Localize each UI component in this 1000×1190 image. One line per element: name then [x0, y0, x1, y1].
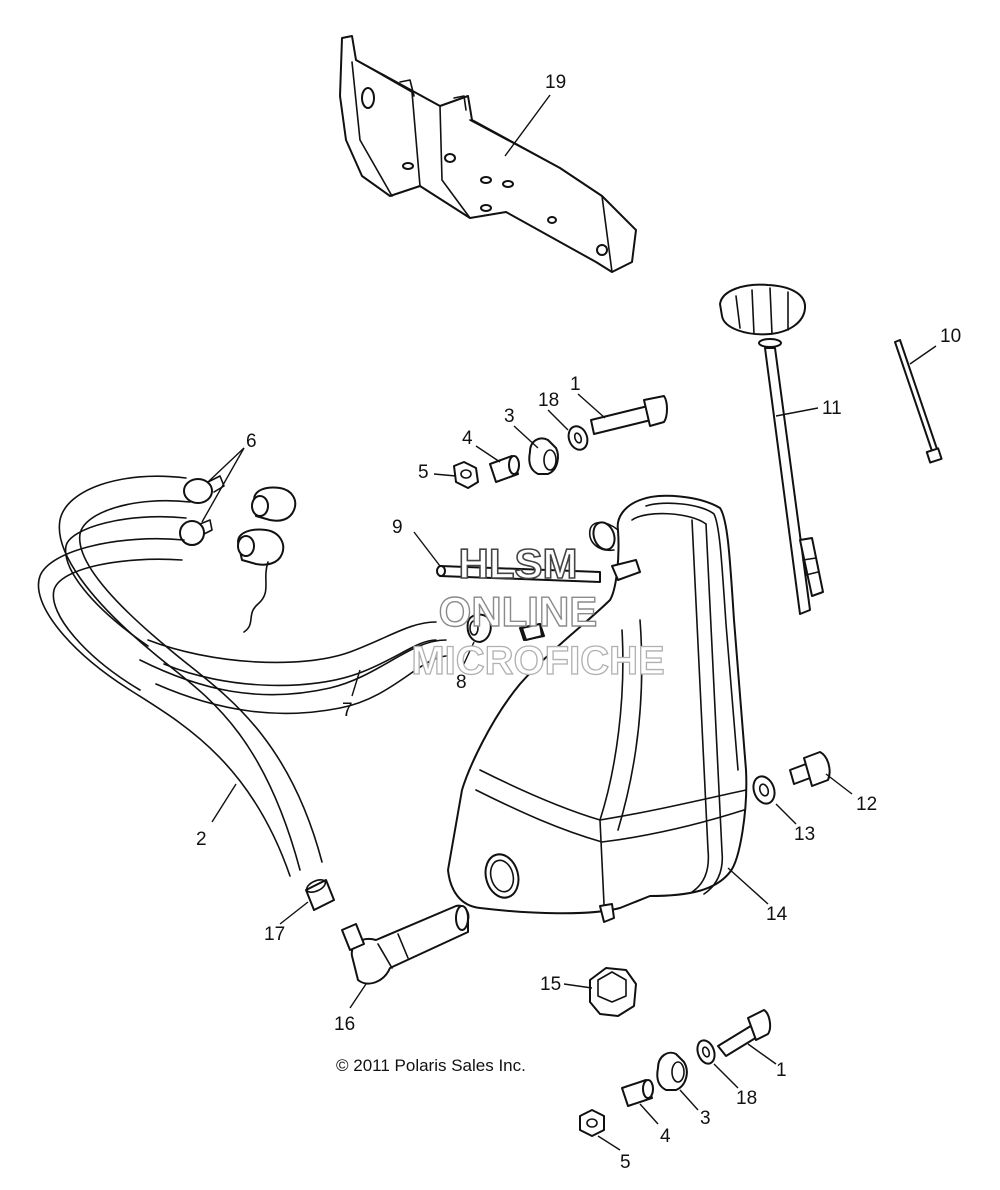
part-4-spacer-upper[interactable] [489, 455, 520, 483]
callout-18-lower: 18 [736, 1088, 757, 1109]
callout-11: 11 [822, 398, 842, 419]
part-18-washer-upper[interactable] [565, 424, 590, 453]
part-13-washer[interactable] [750, 773, 778, 806]
part-5-nut-lower[interactable] [579, 1109, 605, 1137]
part-11-dipstick[interactable] [719, 283, 824, 615]
watermark: HLSM ONLINE MICROFICHE [411, 539, 666, 683]
callout-8: 8 [456, 672, 467, 693]
part-5-nut-upper[interactable] [453, 461, 479, 489]
part-18-washer-lower[interactable] [694, 1038, 717, 1066]
part-19-bracket[interactable] [339, 35, 637, 273]
callout-3-upper: 3 [504, 406, 515, 427]
leader-lines [201, 94, 937, 1151]
part-1-bolt-lower[interactable] [717, 1009, 772, 1057]
callout-1-upper: 1 [570, 374, 581, 395]
part-15-nut[interactable] [589, 967, 637, 1017]
callout-14: 14 [766, 904, 788, 925]
part-12-plug[interactable] [789, 751, 831, 787]
callout-7: 7 [342, 700, 353, 721]
callout-10: 10 [940, 326, 961, 347]
callout-2: 2 [196, 829, 207, 850]
watermark-line-3: MICROFICHE [411, 639, 664, 683]
part-6-clamps[interactable] [179, 475, 297, 633]
part-1-bolt-upper[interactable] [590, 395, 668, 435]
callout-5-lower: 5 [620, 1152, 631, 1173]
part-9-fitting[interactable] [436, 565, 601, 583]
copyright-text: © 2011 Polaris Sales Inc. [336, 1056, 526, 1075]
callout-13: 13 [794, 824, 815, 845]
part-2-7-hoses[interactable] [37, 475, 447, 877]
watermark-line-1: HLSM [459, 540, 578, 587]
callout-12: 12 [856, 794, 877, 815]
callout-9: 9 [392, 517, 403, 538]
callout-18-upper: 18 [538, 390, 559, 411]
watermark-line-2: ONLINE [439, 588, 598, 635]
callout-1-lower: 1 [776, 1060, 787, 1081]
callout-6: 6 [246, 431, 257, 452]
part-17-collar[interactable] [305, 877, 335, 911]
callout-3-lower: 3 [700, 1108, 711, 1129]
callout-4-upper: 4 [462, 428, 473, 449]
callout-numbers: 19 10 11 1 18 3 4 5 6 9 8 7 2 12 13 14 1… [196, 72, 961, 1173]
callout-15: 15 [540, 974, 561, 995]
part-3-grommet-lower[interactable] [656, 1051, 688, 1091]
part-14-oil-tank[interactable] [447, 494, 748, 923]
callout-19: 19 [545, 72, 566, 93]
part-10-cable-tie[interactable] [894, 339, 943, 464]
callout-17: 17 [264, 924, 285, 945]
callout-16: 16 [334, 1014, 355, 1035]
callout-5-upper: 5 [418, 462, 429, 483]
part-16-elbow[interactable] [341, 904, 470, 985]
part-4-spacer-lower[interactable] [621, 1079, 654, 1107]
callout-4-lower: 4 [660, 1126, 671, 1147]
